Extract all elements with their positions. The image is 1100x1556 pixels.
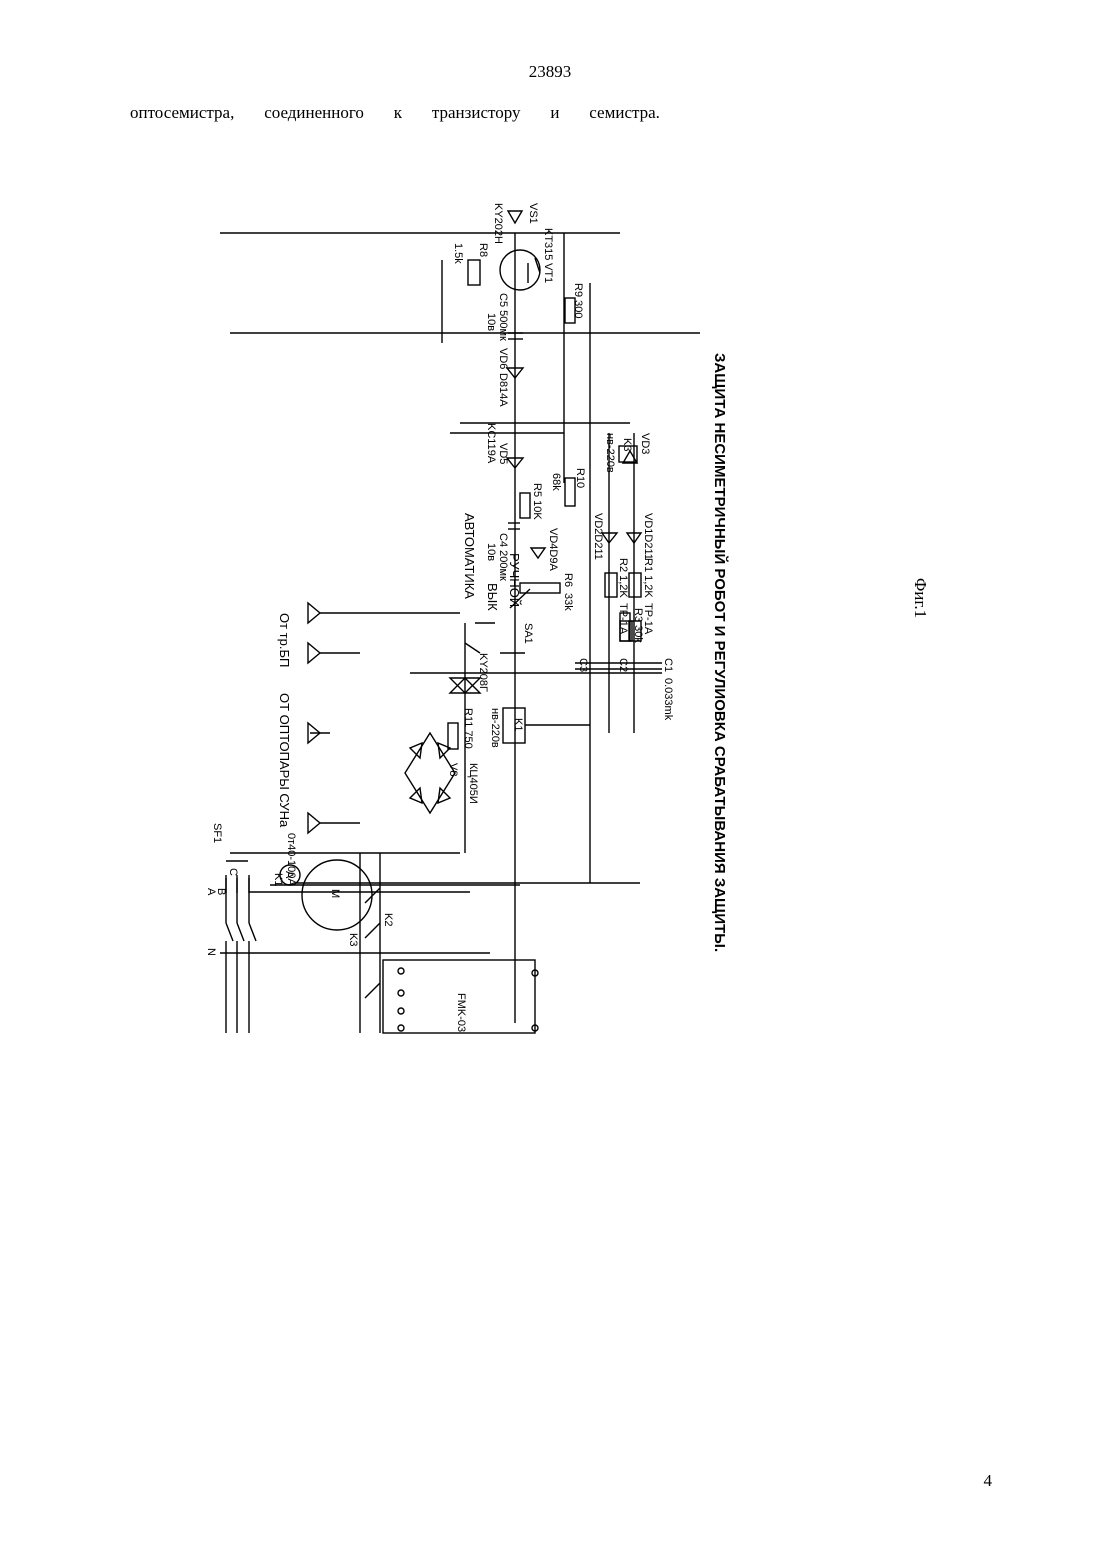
label-kt315: KT315 [542,228,554,260]
label-c5: C5 500мк [497,293,509,341]
label-from-opto: ОТ ОПТОПАРЫ СУНа [277,693,292,828]
text-word: соединенного [264,103,364,123]
label-c1: C1 [662,658,674,672]
label-r10: R10 [574,468,586,488]
label-k3: K3 [347,933,359,946]
text-word: и [550,103,559,123]
label-r8: R8 [477,243,489,257]
label-manual: РУЧНОЙ [507,553,522,607]
ammeter-icon: A [283,871,295,879]
label-r21: R2 1,2K [617,558,629,598]
patent-number: 23893 [0,62,1100,82]
label-fmk: FMK-03 [455,993,467,1032]
label-from-tr: От тр.БП [277,613,292,667]
label-sa1: SA1 [522,623,534,644]
label-vd2: VD2D211 [592,513,604,560]
body-text-line: оптосемистра, соединенного к транзистору… [130,103,660,123]
label-vs1: VS1 [527,203,539,224]
label-kc119: KC119A [485,423,497,464]
figure-caption-text: Фиг.1 [910,578,930,618]
figure-caption: Фиг.1 [890,568,950,628]
label-phase-b: B [215,888,227,895]
label-k2: K2 [382,913,394,926]
label-c3: C3 [577,658,589,672]
circuit-schematic: SF1 A B C N K1 0т40-100А A M FMK-03 K2 K… [200,133,920,1068]
label-phase-c: C [227,868,239,876]
label-r5: R5 10K [531,483,543,520]
label-c4-v: 10в [485,543,497,561]
label-k1-coil: K1 [512,718,524,731]
label-r11-750: R11 750 [462,708,474,749]
label-ammeter-range: 0т40-100А [285,833,297,886]
label-d814: D814A [497,373,509,407]
label-v8: V8 [447,763,459,776]
label-k3-coil: K3 [621,438,633,451]
label-kc405: КЦ405И [467,763,479,804]
label-k1-coil-note: нв-220в [489,708,501,748]
label-off: ВЫК [485,583,500,611]
text-word: транзистору [432,103,521,123]
label-vd5: VD5 [497,443,509,464]
label-ku208: KY208Г [477,653,489,692]
text-word: оптосемистра, [130,103,234,123]
label-neutral: N [205,948,217,956]
label-auto: АВТОМАТИКА [462,513,477,599]
label-vd4: VD4D9A [547,528,559,571]
label-k1: K1 [272,873,284,886]
label-r11: R1 1,2K [642,558,654,598]
label-c5-v: 10в [485,313,497,331]
label-c2: C2 [617,658,629,672]
label-r10-val: 68k [550,473,562,491]
label-vd3: VD3 [639,433,651,454]
label-r6-val: 33k [562,593,574,611]
label-ku202n: KY202H [492,203,504,244]
label-r9: R9 300 [572,283,584,318]
label-vt1: VT1 [542,263,554,283]
label-vd1: VD1D211 [642,513,654,560]
text-word: семистра. [589,103,660,123]
label-vd6: VD6 [497,348,509,369]
label-r6: R6 [562,573,574,587]
label-k3-coil-note: нв-220в [604,433,616,473]
text-word: к [394,103,402,123]
label-r3: R3 30k [632,608,644,643]
label-c-val: 0.033mk [662,678,674,721]
label-tp2: ТР-1А [617,603,629,635]
label-sf1: SF1 [211,823,223,843]
motor-icon: M [329,889,341,898]
figure-title: ЗАЩИТА НЕСИМЕТРИЧНЫЙ РОБОТ И РЕГУЛИОВКА … [711,353,729,952]
page-number: 4 [984,1471,993,1491]
label-r8-val: 1.5k [452,243,464,264]
